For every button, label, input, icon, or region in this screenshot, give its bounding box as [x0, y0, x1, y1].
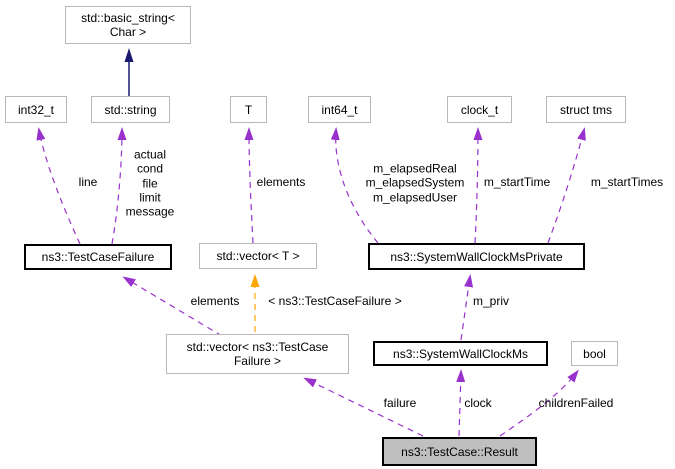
node-clock-t: clock_t — [447, 96, 512, 123]
node-std-vector-test-case-failure: std::vector< ns3::TestCase Failure > — [166, 334, 349, 374]
edge-label-start-time: m_startTime — [483, 174, 551, 189]
edge-label-elements-tcf: elements — [190, 293, 240, 308]
edge-label-clock: clock — [464, 395, 492, 410]
node-t: T — [230, 96, 267, 123]
edge-label-string-members: actual cond file limit message — [125, 147, 175, 219]
node-std-basic-string: std::basic_string< Char > — [65, 6, 191, 44]
edge-usage-line — [36, 127, 81, 245]
edge-label-elapsed-members: m_elapsedReal m_elapsedSystem m_elapsedU… — [365, 161, 465, 205]
node-bool: bool — [571, 341, 618, 366]
node-int32-t: int32_t — [5, 96, 67, 123]
node-ns3-test-case-result: ns3::TestCase::Result — [382, 437, 537, 466]
edge-usage-start-time — [473, 127, 483, 244]
edge-label-failure: failure — [383, 395, 417, 410]
node-struct-tms: struct tms — [546, 96, 626, 123]
edge-label-start-times: m_startTimes — [590, 174, 664, 189]
node-std-vector-t: std::vector< T > — [199, 243, 317, 269]
edge-usage-elements-t — [244, 127, 254, 244]
node-ns3-system-wall-clock-ms[interactable]: ns3::SystemWallClockMs — [373, 341, 548, 366]
edge-usage-string-members — [111, 127, 127, 245]
edge-usage-elapsed — [330, 127, 379, 244]
edge-usage-children-failed — [499, 369, 579, 437]
edge-usage-elements-tcf — [122, 276, 223, 337]
node-ns3-test-case-failure[interactable]: ns3::TestCaseFailure — [24, 244, 172, 270]
edge-usage-m-priv — [460, 274, 474, 341]
node-ns3-system-wall-clock-ms-private[interactable]: ns3::SystemWallClockMsPrivate — [368, 243, 585, 270]
edge-label-children-failed: childrenFailed — [538, 395, 614, 410]
edge-label-line: line — [78, 174, 98, 189]
edge-usage-clock — [456, 369, 466, 437]
edge-usage-start-times — [547, 127, 586, 244]
edge-label-elements-t: elements — [256, 174, 306, 189]
edge-label-template-args: < ns3::TestCaseFailure > — [268, 293, 402, 308]
node-int64-t: int64_t — [308, 96, 371, 123]
edge-label-m-priv: m_priv — [472, 293, 510, 308]
node-std-string: std::string — [91, 96, 170, 123]
